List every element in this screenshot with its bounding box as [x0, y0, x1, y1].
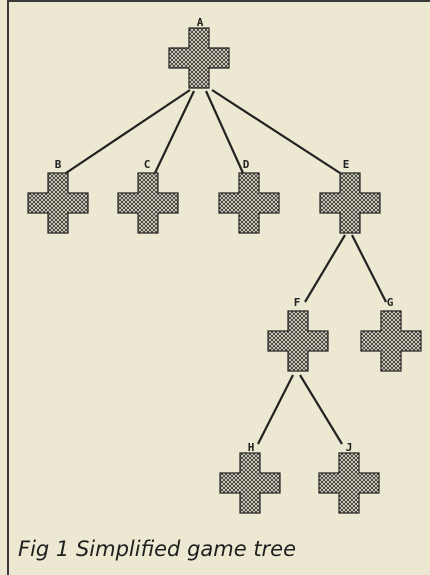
node-label-a: A — [197, 16, 204, 29]
node-label-g: G — [387, 296, 394, 309]
node-label-e: E — [343, 158, 350, 171]
frame-left-rule — [7, 0, 9, 575]
node-label-d: D — [243, 158, 250, 171]
tree-node-h: H — [219, 441, 281, 514]
frame-top-rule — [7, 0, 430, 2]
peg-board-d — [218, 172, 280, 234]
tree-node-c: C — [117, 158, 179, 234]
tree-nodes: A B C D E F G H J — [27, 16, 422, 514]
node-label-h: H — [248, 441, 255, 454]
peg-board-c — [117, 172, 179, 234]
peg-board-e — [319, 172, 381, 234]
peg-board-j — [318, 452, 380, 514]
peg-board-a — [168, 27, 230, 89]
peg-board-b — [27, 172, 89, 234]
tree-edges — [65, 89, 387, 445]
node-label-j: J — [346, 441, 353, 454]
node-label-c: C — [144, 158, 151, 171]
figure-caption: Fig 1 Simplified game tree — [18, 537, 297, 561]
tree-node-e: E — [319, 158, 381, 234]
peg-board-g — [360, 310, 422, 372]
tree-edge-f-h — [257, 374, 294, 445]
tree-edge-a-d — [204, 90, 245, 174]
tree-node-j: J — [318, 441, 380, 514]
peg-board-f — [267, 310, 329, 372]
node-label-b: B — [55, 158, 62, 171]
tree-node-b: B — [27, 158, 89, 234]
tree-edge-f-j — [299, 374, 343, 445]
tree-node-g: G — [360, 296, 422, 372]
tree-node-f: F — [267, 296, 329, 372]
tree-edge-e-g — [351, 234, 387, 303]
tree-edge-a-c — [154, 90, 195, 174]
tree-node-d: D — [218, 158, 280, 234]
peg-board-h — [219, 452, 281, 514]
tree-node-a: A — [168, 16, 230, 89]
tree-edge-a-e — [211, 89, 341, 174]
tree-edge-a-b — [65, 89, 191, 174]
node-label-f: F — [294, 296, 301, 309]
tree-edge-e-f — [304, 234, 346, 303]
